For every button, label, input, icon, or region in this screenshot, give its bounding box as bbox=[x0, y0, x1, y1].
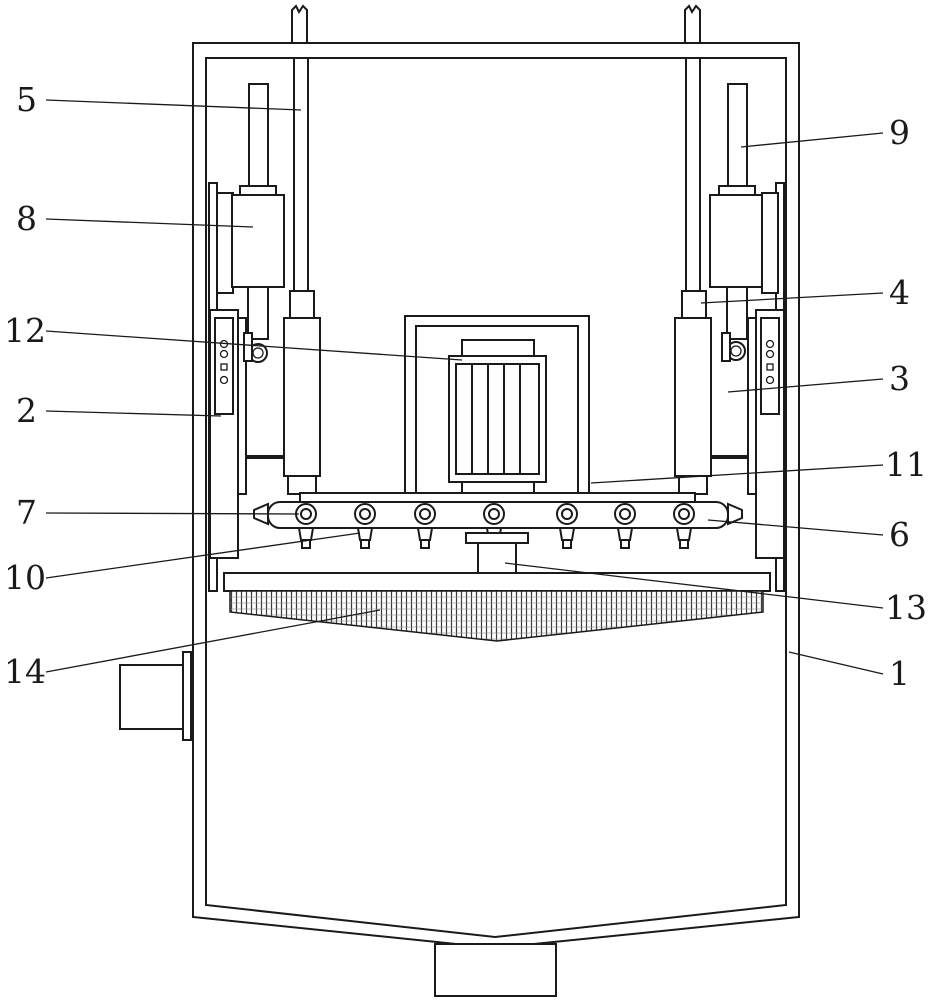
label-5: 5 bbox=[16, 80, 37, 119]
upper-plate bbox=[299, 492, 696, 503]
guide-rod-left bbox=[291, 4, 309, 292]
label-11: 11 bbox=[885, 445, 927, 484]
motor bbox=[448, 339, 547, 494]
label-2: 2 bbox=[16, 391, 37, 430]
motor-frame bbox=[404, 315, 590, 493]
label-4: 4 bbox=[889, 273, 910, 312]
side-box bbox=[119, 651, 192, 741]
brush bbox=[229, 590, 764, 642]
cylinder-lower-right bbox=[674, 290, 749, 495]
drive-shaft bbox=[465, 532, 529, 574]
cylinder-lower-left bbox=[245, 290, 321, 495]
label-9: 9 bbox=[889, 113, 910, 152]
part-labels: 5 8 12 2 7 10 14 9 4 3 11 6 13 1 bbox=[4, 80, 927, 693]
cylinder-upper-left bbox=[231, 83, 285, 363]
guide-rod-right bbox=[684, 4, 701, 292]
label-14: 14 bbox=[4, 652, 46, 691]
side-rail-left bbox=[208, 182, 247, 592]
label-6: 6 bbox=[889, 515, 910, 554]
bottom-outlet bbox=[434, 943, 557, 997]
label-13: 13 bbox=[885, 588, 927, 627]
label-3: 3 bbox=[889, 359, 910, 398]
label-10: 10 bbox=[4, 558, 46, 597]
label-12: 12 bbox=[4, 311, 46, 350]
label-8: 8 bbox=[16, 199, 37, 238]
label-1: 1 bbox=[889, 654, 910, 693]
label-7: 7 bbox=[16, 493, 37, 532]
leader-lines bbox=[45, 99, 884, 675]
brush-plate bbox=[223, 572, 771, 592]
cylinder-upper-right bbox=[709, 83, 763, 362]
